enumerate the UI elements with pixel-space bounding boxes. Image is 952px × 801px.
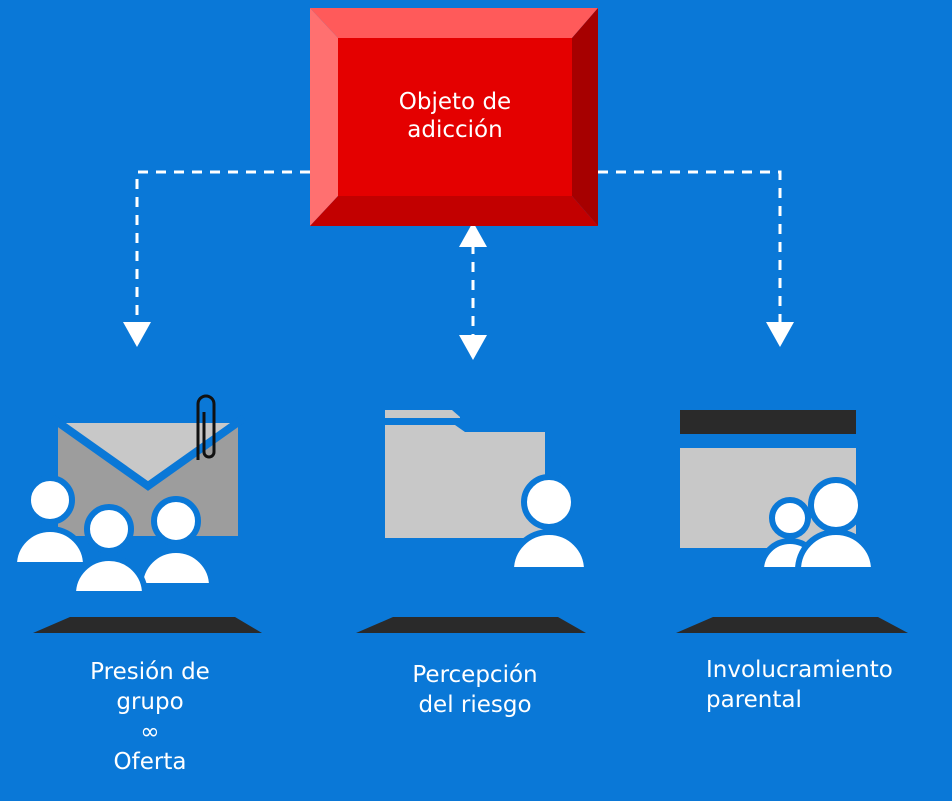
node-1-line-2: grupo bbox=[116, 689, 184, 715]
node-3-line-1: Involucramiento bbox=[706, 657, 893, 683]
arrowheads bbox=[123, 222, 794, 360]
center-box-line-2: adicción bbox=[407, 117, 503, 143]
node-2-line-1: Percepción bbox=[412, 662, 538, 688]
node-1-line-1: Presión de bbox=[90, 659, 210, 685]
arrow-down-middle bbox=[459, 335, 487, 360]
shelf-right bbox=[676, 617, 908, 633]
window-parent-child-icon bbox=[680, 410, 878, 573]
shelf-middle bbox=[356, 617, 586, 633]
node-3-line-2: parental bbox=[706, 687, 802, 713]
node-label-parental-involvement: Involucramiento parental bbox=[706, 655, 946, 715]
folder-person-icon bbox=[385, 410, 591, 573]
mail-group-icon bbox=[10, 394, 247, 597]
center-box bbox=[310, 8, 598, 226]
node-1-line-3: ∞ bbox=[140, 719, 160, 745]
connector-left bbox=[135, 170, 310, 322]
center-box-line-1: Objeto de bbox=[398, 89, 512, 115]
shelf-left bbox=[33, 617, 262, 633]
arrow-up-middle bbox=[459, 222, 487, 247]
connector-right bbox=[598, 170, 782, 322]
node-2-line-2: del riesgo bbox=[418, 692, 532, 718]
center-box-label: Objeto de adicción bbox=[338, 88, 572, 144]
connectors bbox=[135, 170, 782, 338]
node-1-line-4: Oferta bbox=[113, 749, 187, 775]
arrow-down-left bbox=[123, 322, 151, 347]
node-label-peer-pressure: Presión de grupo ∞ Oferta bbox=[50, 657, 250, 777]
arrow-down-right bbox=[766, 322, 794, 347]
shelves bbox=[33, 617, 908, 633]
node-label-risk-perception: Percepción del riesgo bbox=[375, 660, 575, 720]
